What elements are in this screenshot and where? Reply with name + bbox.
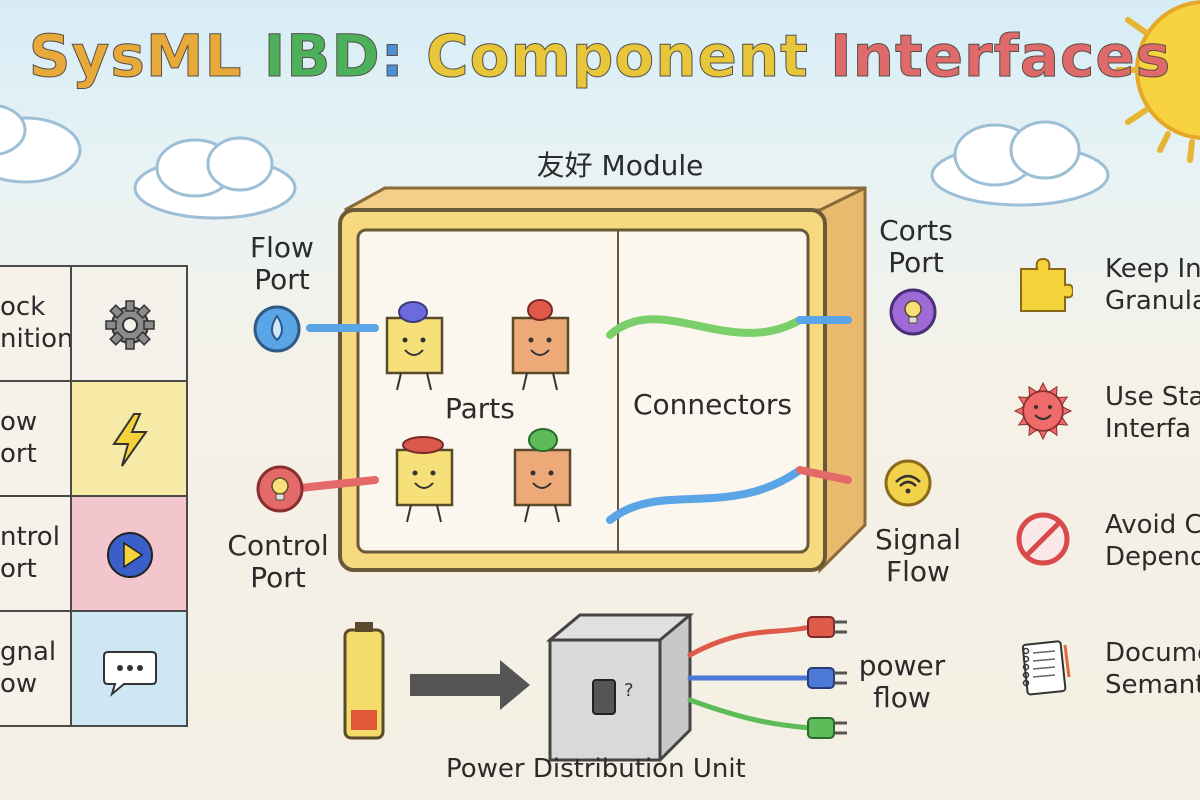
title-part: : xyxy=(380,22,427,91)
cloud-mid xyxy=(133,136,297,220)
arrow-icon xyxy=(410,660,530,710)
power-diagram xyxy=(343,613,847,762)
best-practice-line: Use Sta xyxy=(1105,382,1200,412)
parts-label: Parts xyxy=(445,392,515,425)
switch-mark: ? xyxy=(624,680,634,701)
best-practice-line: Depend xyxy=(1105,542,1200,572)
connectors-label: Connectors xyxy=(633,388,793,421)
legend-label-line: ow xyxy=(0,407,38,437)
connector-lines xyxy=(296,315,852,524)
legend-icon-cell xyxy=(70,610,188,727)
legend-icon-cell xyxy=(70,265,188,382)
best-practice-item: DocumeSemant xyxy=(1105,637,1200,701)
puzzle-icon xyxy=(1013,253,1075,317)
plug-icons xyxy=(807,616,847,739)
title-part: IBD xyxy=(263,22,381,91)
legend-icon-cell xyxy=(70,495,188,612)
page-title: SysML IBD: Component Interfaces xyxy=(0,22,1200,91)
sun-face-icon xyxy=(1013,381,1073,445)
signal-flow-icon xyxy=(884,459,932,507)
part-cube-red-hat xyxy=(511,299,570,391)
legend-label-line: nition xyxy=(0,324,74,354)
flow-port-icon xyxy=(253,305,301,353)
cloud-right xyxy=(930,120,1110,207)
best-practice-line: Keep In xyxy=(1105,254,1200,284)
gear-icon xyxy=(100,295,160,359)
part-cube-red-hat-2 xyxy=(395,436,454,523)
legend-label-line: ort xyxy=(0,554,37,584)
title-part: Interfaces xyxy=(830,22,1172,91)
module-title: 友好 Module xyxy=(536,149,704,182)
best-practice-line: Interfa xyxy=(1105,414,1192,444)
power-unit-label: Power Distribution Unit xyxy=(446,754,746,784)
legend-label-line: ort xyxy=(0,439,37,469)
best-practice-line: Docume xyxy=(1105,638,1200,668)
speech-bubble-icon xyxy=(100,640,160,704)
play-icon xyxy=(100,525,160,589)
notebook-icon xyxy=(1013,637,1073,701)
corts-port-icon xyxy=(889,288,937,336)
best-practice-line: Avoid C xyxy=(1105,510,1200,540)
cloud-left xyxy=(0,104,82,184)
title-part: SysML xyxy=(28,22,264,91)
legend-label-line: ntrol xyxy=(0,522,60,552)
connector-lower xyxy=(606,466,804,524)
legend-icon-cell xyxy=(70,380,188,497)
lightning-icon xyxy=(100,410,160,474)
prohibit-icon xyxy=(1013,509,1073,573)
module-block xyxy=(338,186,867,574)
best-practice-line: Granula xyxy=(1105,286,1200,316)
parts-group xyxy=(385,299,572,523)
part-cube-green-hat xyxy=(513,428,572,523)
sun-icon xyxy=(1115,0,1200,163)
control-port-icon xyxy=(256,465,304,513)
power-cables xyxy=(687,624,813,731)
battery-icon xyxy=(343,622,385,740)
part-cube-blue-hat xyxy=(385,301,444,391)
legend-label-line: ock xyxy=(0,292,46,322)
legend-label-line: ow xyxy=(0,669,38,699)
distribution-box-icon xyxy=(545,613,695,762)
best-practice-line: Semant xyxy=(1105,670,1200,700)
legend-label-line: gnal xyxy=(0,637,57,667)
title-part: Component xyxy=(426,22,831,91)
connector-upper xyxy=(606,315,804,339)
